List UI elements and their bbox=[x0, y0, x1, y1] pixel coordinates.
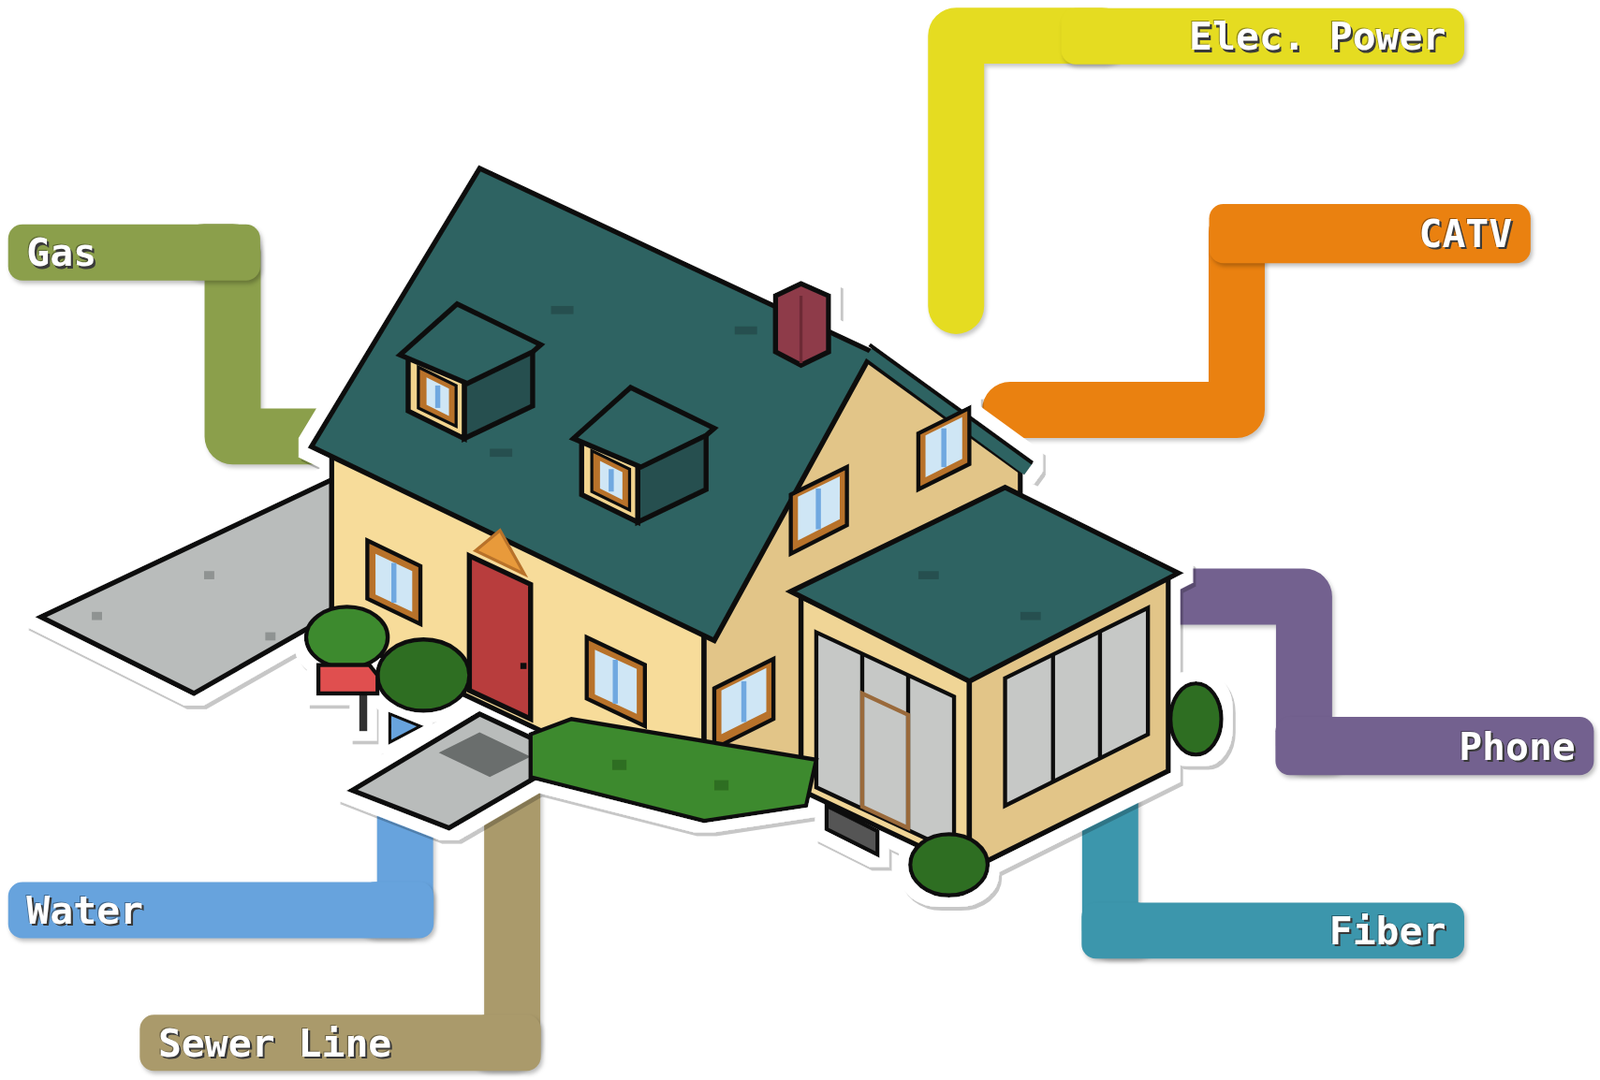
house-part bbox=[791, 467, 848, 555]
utility-label: Phone bbox=[1275, 717, 1594, 776]
house-part bbox=[714, 780, 729, 792]
house-part bbox=[612, 660, 617, 705]
utility-label: Gas bbox=[8, 224, 261, 281]
house-part bbox=[587, 637, 646, 727]
leader-line bbox=[489, 795, 513, 1043]
utility-name: Elec. Power bbox=[1188, 16, 1446, 56]
house-part bbox=[366, 541, 421, 625]
utility-label: CATV bbox=[1209, 204, 1531, 264]
house-part bbox=[797, 476, 840, 542]
house-part bbox=[612, 760, 627, 771]
house-part bbox=[41, 477, 338, 694]
house-part bbox=[918, 408, 969, 490]
house-part bbox=[799, 295, 803, 364]
leader-line bbox=[955, 35, 1102, 307]
house-part bbox=[714, 659, 774, 749]
house-part bbox=[399, 304, 541, 440]
house-part bbox=[530, 719, 817, 822]
house-part bbox=[910, 834, 988, 896]
house-part bbox=[734, 326, 758, 336]
house-part bbox=[204, 571, 215, 580]
house-part bbox=[439, 732, 531, 778]
utility-label: Fiber bbox=[1081, 902, 1465, 959]
house-part bbox=[1170, 683, 1221, 755]
house-part bbox=[741, 681, 747, 723]
utility-label: Sewer Line bbox=[139, 1014, 541, 1072]
house-part bbox=[489, 448, 513, 457]
house-part bbox=[775, 283, 829, 366]
house-part bbox=[940, 428, 946, 468]
house-part bbox=[391, 563, 397, 603]
utility-name: Water bbox=[26, 891, 144, 930]
house-part bbox=[318, 664, 378, 694]
house-part bbox=[815, 488, 821, 530]
house-part bbox=[826, 806, 878, 855]
house-part bbox=[925, 417, 963, 478]
house-part bbox=[573, 387, 715, 523]
house-part bbox=[862, 693, 909, 829]
house-part bbox=[389, 714, 421, 744]
house-part bbox=[264, 632, 276, 642]
utility-label: Water bbox=[8, 882, 434, 940]
house-part bbox=[310, 168, 872, 642]
utility-label: Elec. Power bbox=[1060, 8, 1465, 65]
utility-name: CATV bbox=[1418, 214, 1512, 253]
house-part bbox=[1051, 655, 1056, 783]
house-part bbox=[551, 306, 574, 315]
utility-name: Phone bbox=[1458, 726, 1576, 765]
house-part bbox=[1098, 631, 1102, 759]
utility-name: Fiber bbox=[1329, 911, 1447, 951]
house-part bbox=[721, 668, 767, 735]
utility-name: Gas bbox=[26, 233, 97, 272]
house-part bbox=[791, 487, 1179, 682]
house-part bbox=[918, 571, 940, 580]
house-part bbox=[594, 649, 637, 715]
house-part bbox=[469, 556, 530, 720]
house-part bbox=[91, 612, 103, 621]
utility-name: Sewer Line bbox=[158, 1024, 392, 1063]
house-part bbox=[306, 606, 388, 668]
house-part bbox=[520, 662, 528, 670]
house-part bbox=[1020, 612, 1042, 621]
house-part bbox=[377, 639, 470, 711]
house-part bbox=[375, 554, 412, 613]
house-part bbox=[475, 530, 525, 575]
